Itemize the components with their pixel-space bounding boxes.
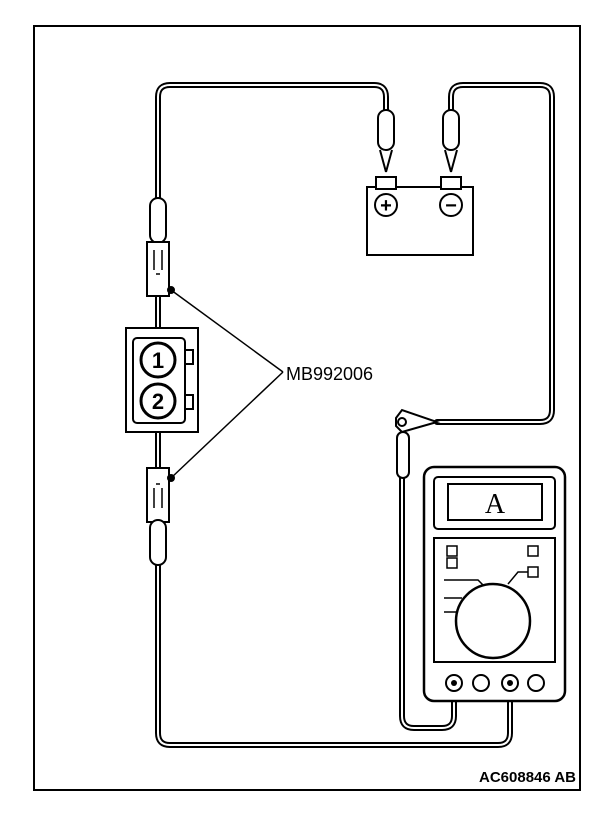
connector-terminal-1-label: 1 bbox=[152, 348, 164, 373]
multimeter-display bbox=[447, 483, 543, 521]
range-indicator-1 bbox=[446, 545, 458, 557]
test-harness-lower bbox=[146, 467, 175, 566]
battery-post-negative bbox=[440, 176, 462, 190]
multimeter-display-reading: A bbox=[485, 489, 506, 520]
jack-amp-plug bbox=[507, 680, 513, 686]
diagram-frame bbox=[33, 25, 581, 791]
multimeter-selector-dial bbox=[454, 582, 532, 660]
connector-terminal-1 bbox=[139, 341, 177, 379]
test-harness-upper bbox=[146, 197, 175, 297]
battery-probe-positive bbox=[377, 109, 395, 173]
range-indicator-4 bbox=[527, 566, 539, 578]
connector: 1 2 bbox=[125, 327, 199, 433]
battery-positive-terminal-icon bbox=[374, 193, 398, 217]
battery-post-positive bbox=[375, 176, 397, 190]
multimeter: A bbox=[422, 465, 567, 703]
jack-com-plug bbox=[451, 680, 457, 686]
label-leaders bbox=[170, 289, 284, 479]
battery-negative-terminal-icon bbox=[439, 193, 463, 217]
alligator-clip bbox=[395, 408, 441, 479]
connector-terminal-2 bbox=[139, 382, 177, 420]
battery-positive-symbol: + bbox=[380, 195, 392, 217]
jack-4 bbox=[527, 674, 545, 692]
battery-negative-symbol: − bbox=[445, 195, 457, 217]
figure-code: AC608846 AB bbox=[479, 769, 576, 786]
connector-latch-top bbox=[184, 349, 194, 365]
tool-label: MB992006 bbox=[286, 364, 373, 384]
connector-latch-bottom bbox=[184, 394, 194, 410]
connector-terminal-2-label: 2 bbox=[152, 389, 164, 414]
range-indicator-2 bbox=[446, 557, 458, 569]
battery-probe-negative bbox=[442, 109, 460, 173]
jack-2 bbox=[472, 674, 490, 692]
wire-top-left bbox=[155, 82, 389, 203]
range-indicator-3 bbox=[527, 545, 539, 557]
battery: + − bbox=[366, 176, 474, 256]
